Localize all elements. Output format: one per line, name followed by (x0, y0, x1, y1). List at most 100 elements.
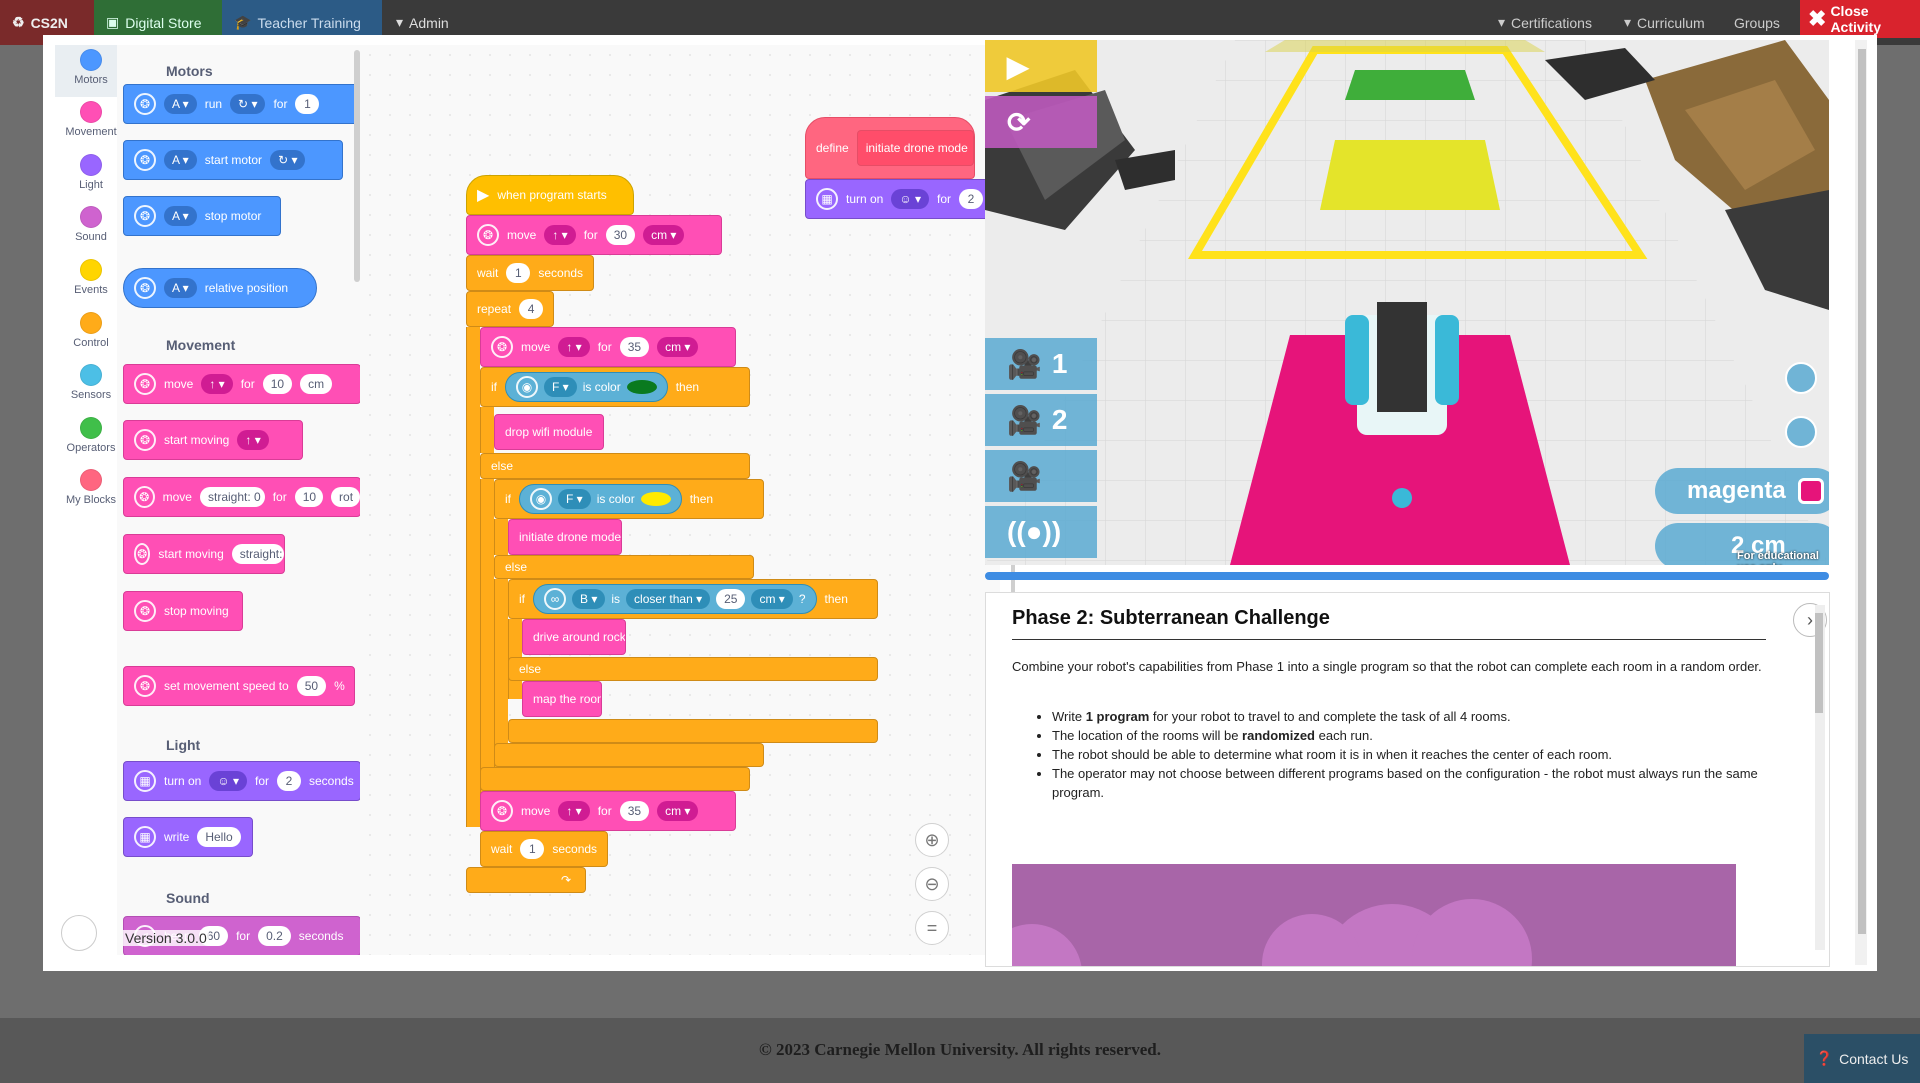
script-repeat-4[interactable]: repeat 4 (466, 291, 554, 327)
instructions-scrollbar-thumb[interactable] (1815, 613, 1823, 713)
value-input[interactable]: 2 (959, 189, 983, 209)
direction-dropdown[interactable]: ↑ (237, 430, 269, 450)
direction-dropdown[interactable]: ↑ (558, 337, 590, 357)
direction-dropdown[interactable]: ↻ (270, 150, 306, 170)
palette-block-start-moving[interactable]: ❂ start moving ↑ (123, 420, 303, 460)
palette-block-move[interactable]: ❂ move ↑ for 10 cm (123, 364, 360, 404)
category-sensors[interactable]: Sensors (55, 360, 127, 412)
value-input[interactable]: 25 (716, 589, 746, 609)
palette-block-move-steer[interactable]: ❂ move straight: 0 for 10 rot (123, 477, 360, 517)
camera-2-button[interactable]: 🎥 2 (985, 394, 1097, 446)
camera-1-button[interactable]: 🎥 1 (985, 338, 1097, 390)
value-input[interactable]: 30 (605, 225, 636, 245)
text-input[interactable]: Hello (197, 827, 241, 847)
script-move-forward-30[interactable]: ❂ move ↑ for 30 cm (466, 215, 722, 255)
closer-than-condition[interactable]: ∞ B is closer than 25 cm ? (533, 584, 817, 614)
value-input[interactable]: 2 (277, 771, 301, 791)
script-if-color-yellow[interactable]: if ◉ F is color then (494, 479, 764, 519)
value-input[interactable]: 35 (619, 801, 650, 821)
reset-button[interactable]: ⟳ (985, 96, 1097, 148)
palette-block-relative-position[interactable]: ❂ A relative position (123, 268, 317, 308)
direction-dropdown[interactable]: ↑ (558, 801, 590, 821)
palette-block-set-speed[interactable]: ❂ set movement speed to 50 % (123, 666, 355, 706)
script-wait-1[interactable]: wait 1 seconds (466, 255, 594, 291)
hub-view-toggle[interactable] (1785, 416, 1817, 448)
robot-extension-icon[interactable] (61, 915, 97, 951)
value-input[interactable]: 1 (295, 94, 320, 114)
zoom-in-button[interactable]: ⊕ (915, 823, 949, 857)
robot-simulator[interactable]: ▶ ⟳ 🎥 1 🎥 2 🎥 ((●)) magenta 2 cm For edu… (985, 40, 1829, 565)
pattern-dropdown[interactable]: ☺ (891, 189, 929, 209)
unit-dropdown[interactable]: cm (300, 374, 333, 394)
contact-us-button[interactable]: ❓ Contact Us (1804, 1034, 1920, 1083)
unit-dropdown[interactable]: rot (331, 487, 360, 507)
category-my-blocks[interactable]: My Blocks (55, 465, 127, 517)
close-activity-button[interactable]: ✖ Close Activity (1800, 0, 1920, 38)
unit-dropdown[interactable]: cm (657, 337, 699, 357)
palette-block-start-moving-steer[interactable]: ❂ start moving straight: 0 (123, 534, 285, 574)
camera-hub-button[interactable]: 🎥 (985, 450, 1097, 502)
curriculum-menu[interactable]: ▾ Curriculum (1612, 0, 1717, 45)
unit-dropdown[interactable]: cm (751, 589, 793, 609)
script-drive-around-rock[interactable]: drive around rock (522, 619, 626, 655)
palette-block-stop-motor[interactable]: ❂ A stop motor (123, 196, 281, 236)
simulator-resize-bar[interactable] (985, 572, 1829, 580)
value-input[interactable]: 10 (294, 487, 324, 507)
category-operators[interactable]: Operators (55, 413, 127, 465)
script-turn-on-light[interactable]: ▦ turn on ☺ for 2 se (805, 179, 1000, 219)
direction-dropdown[interactable]: ↻ (230, 94, 266, 114)
steer-input[interactable]: straight: 0 (231, 544, 284, 564)
certifications-menu[interactable]: ▾ Certifications (1486, 0, 1604, 45)
groups-link[interactable]: Groups (1722, 0, 1792, 45)
port-dropdown[interactable]: A (164, 278, 197, 298)
port-dropdown[interactable]: B (572, 589, 606, 609)
script-move-forward-35[interactable]: ❂ move ↑ for 35 cm (480, 327, 736, 367)
direction-dropdown[interactable]: ↑ (544, 225, 576, 245)
palette-block-start-motor[interactable]: ❂ A start motor ↻ (123, 140, 343, 180)
color-yellow-dropdown[interactable] (640, 492, 671, 506)
script-if-color-green[interactable]: if ◉ F is color then (480, 367, 750, 407)
zoom-reset-button[interactable]: = (915, 911, 949, 945)
when-program-starts-hat[interactable]: ▶ when program starts (466, 175, 634, 215)
value-input[interactable]: 10 (262, 374, 293, 394)
script-move-forward-35-b[interactable]: ❂ move ↑ for 35 cm (480, 791, 736, 831)
port-dropdown[interactable]: A (164, 206, 197, 226)
comparison-dropdown[interactable]: closer than (626, 589, 711, 609)
run-button[interactable]: ▶ (985, 40, 1097, 92)
zoom-out-button[interactable]: ⊖ (915, 867, 949, 901)
instructions-scrollbar[interactable] (1815, 605, 1825, 950)
value-input[interactable]: 4 (519, 299, 544, 319)
port-dropdown[interactable]: A (164, 94, 197, 114)
is-color-condition[interactable]: ◉ F is color (519, 484, 682, 514)
steer-input[interactable]: straight: 0 (199, 487, 265, 507)
value-input[interactable]: 50 (296, 676, 327, 696)
category-light[interactable]: Light (55, 150, 127, 202)
admin-menu[interactable]: ▾ Admin (384, 0, 461, 45)
color-green-dropdown[interactable] (626, 380, 657, 394)
category-sound[interactable]: Sound (55, 202, 127, 254)
code-workspace[interactable]: ▶ when program starts ❂ move ↑ for 30 cm… (360, 45, 1000, 955)
value-input[interactable]: 1 (520, 839, 545, 859)
remote-control-button[interactable]: ((●)) (985, 506, 1097, 558)
define-block[interactable]: define initiate drone mode (805, 117, 975, 179)
next-page-button[interactable]: › (1793, 603, 1827, 637)
script-initiate-drone-mode[interactable]: initiate drone mode (508, 519, 622, 555)
port-dropdown[interactable]: F (544, 377, 577, 397)
value-input[interactable]: 35 (619, 337, 650, 357)
modal-scrollbar-thumb[interactable] (1858, 49, 1866, 934)
is-color-condition[interactable]: ◉ F is color (505, 372, 668, 402)
script-if-distance[interactable]: if ∞ B is closer than 25 cm ? then (508, 579, 878, 619)
category-movement[interactable]: Movement (55, 97, 127, 149)
script-drop-wifi-module[interactable]: drop wifi module (494, 414, 604, 450)
value-input[interactable]: 0.2 (258, 926, 291, 946)
script-map-the-room[interactable]: map the room (522, 681, 602, 717)
unit-dropdown[interactable]: cm (657, 801, 699, 821)
port-dropdown[interactable]: F (558, 489, 591, 509)
script-wait-1-b[interactable]: wait 1 seconds (480, 831, 608, 867)
sensor-view-toggle[interactable] (1785, 362, 1817, 394)
palette-block-stop-moving[interactable]: ❂ stop moving (123, 591, 243, 631)
category-control[interactable]: Control (55, 308, 127, 360)
palette-scrollbar[interactable] (354, 50, 360, 282)
palette-block-write[interactable]: ▦ write Hello (123, 817, 253, 857)
palette-block-run-motor[interactable]: ❂ A run ↻ for 1 (123, 84, 360, 124)
